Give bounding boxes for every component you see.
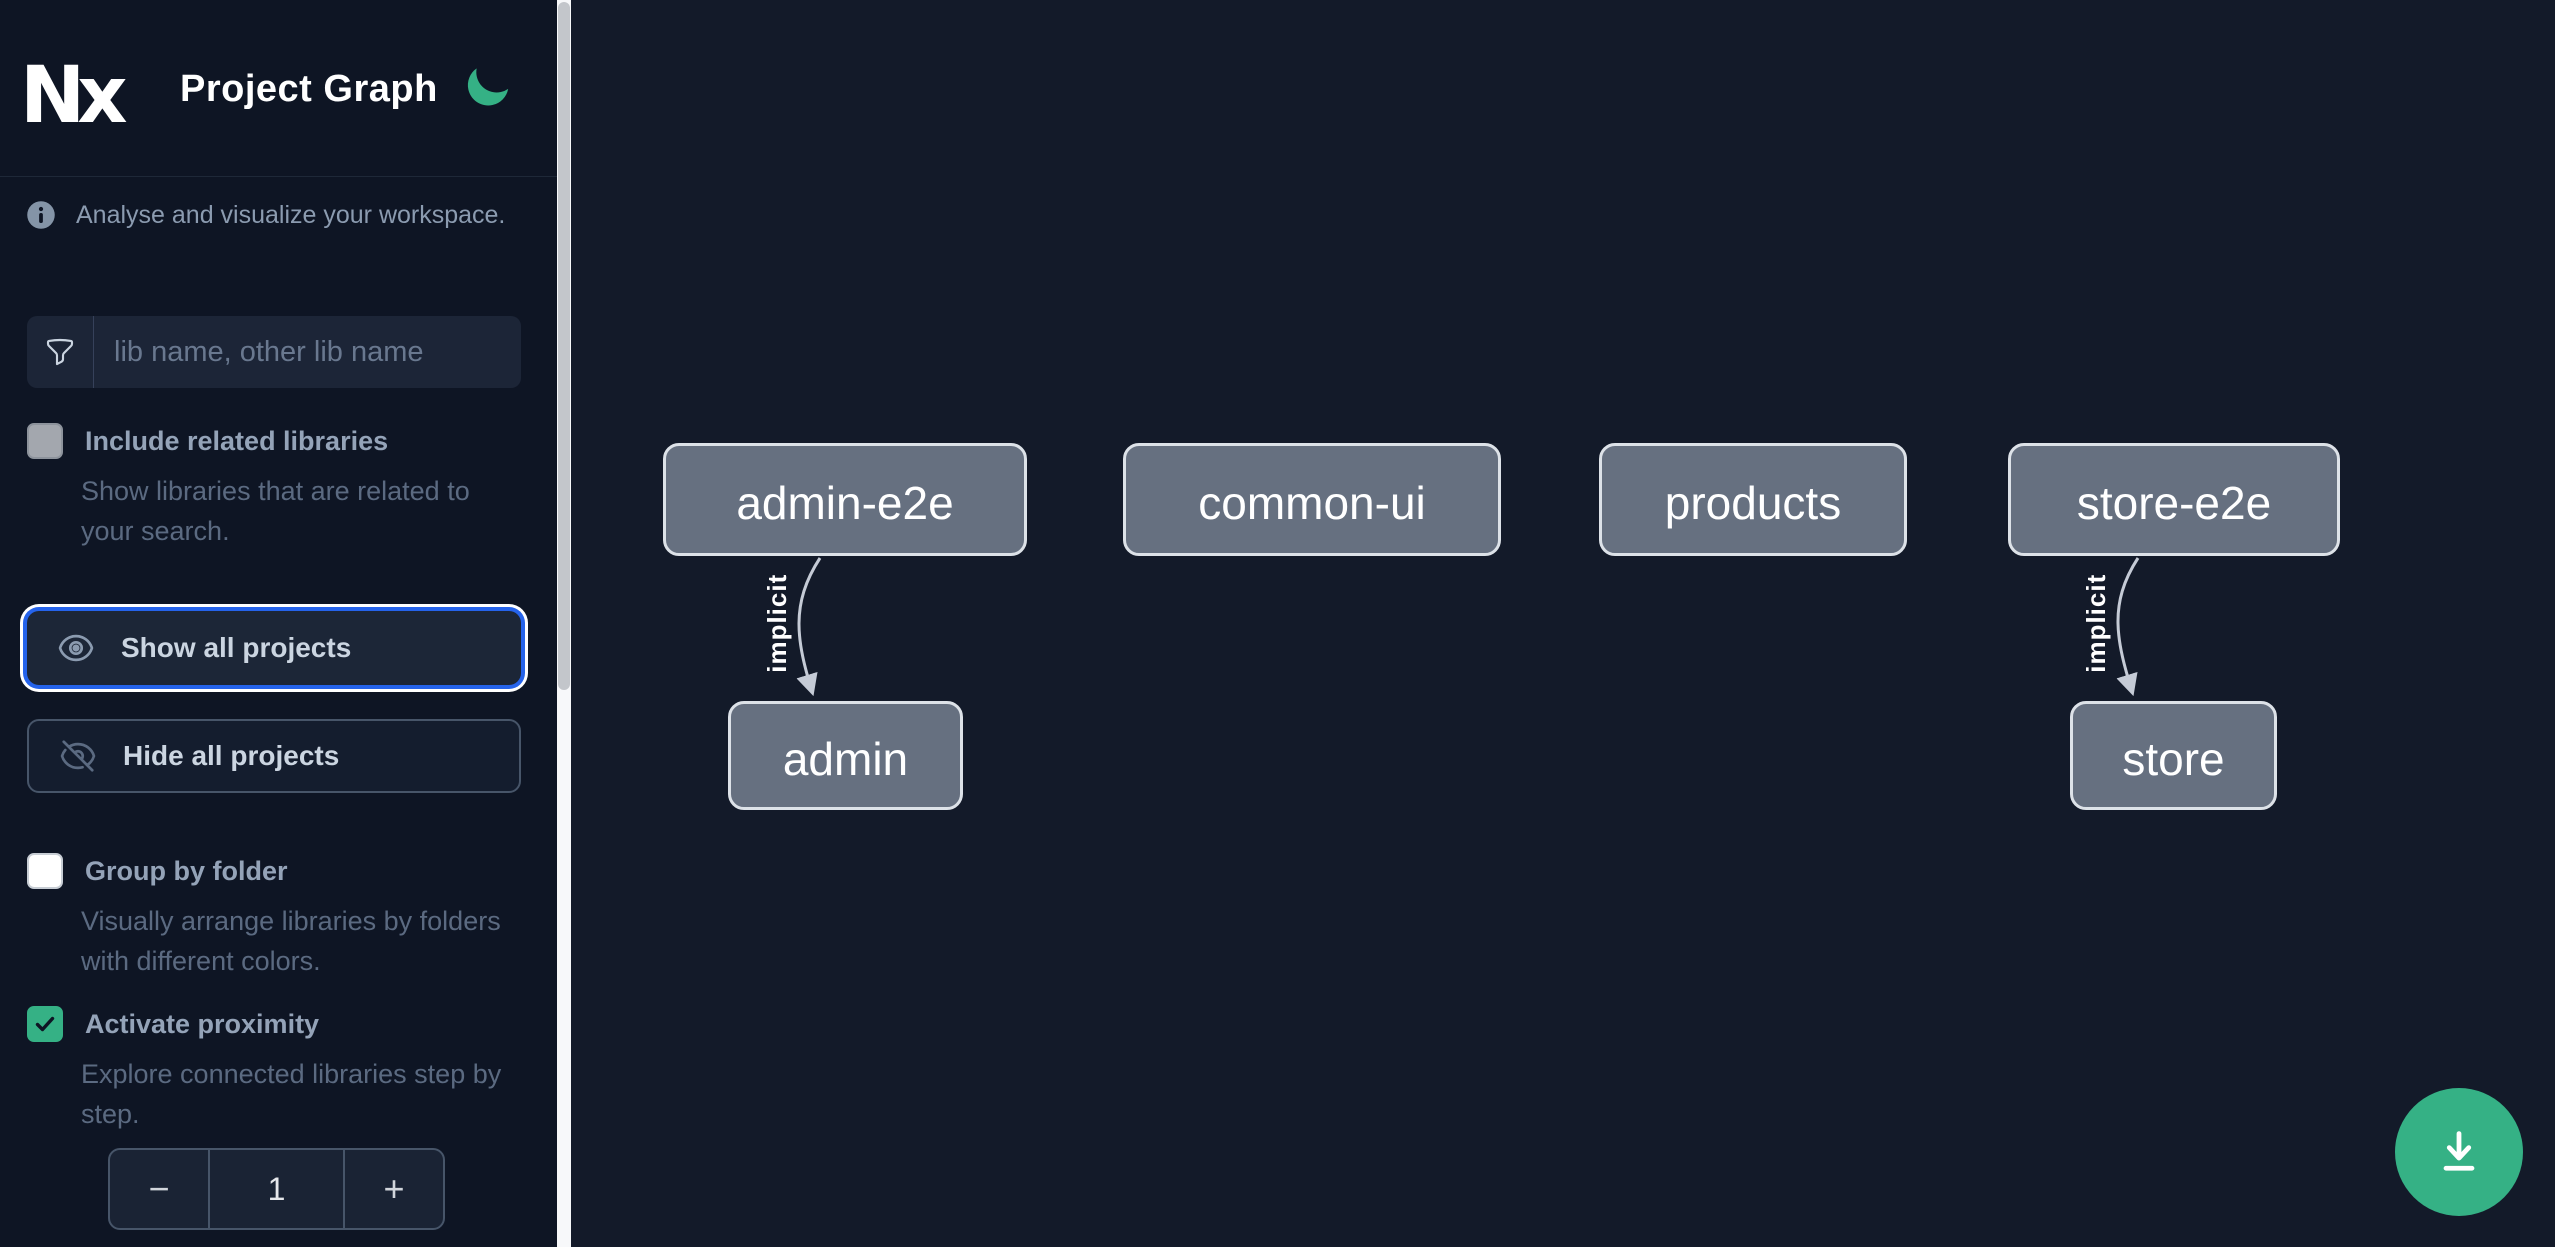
- download-graph-button[interactable]: [2395, 1088, 2523, 1216]
- sidebar-scrollbar-thumb[interactable]: [558, 2, 570, 690]
- page-title: Project Graph: [180, 68, 438, 110]
- group-by-folder-label: Group by folder: [85, 855, 288, 886]
- include-related-label: Include related libraries: [85, 425, 389, 456]
- filter-box: [27, 316, 521, 388]
- include-related-checkbox[interactable]: [27, 423, 63, 459]
- edge-label-store-e2e-store: implicit: [2081, 574, 2111, 673]
- moon-icon[interactable]: [462, 62, 512, 112]
- sidebar-scrollbar-track: [557, 0, 571, 1247]
- activate-proximity-label: Activate proximity: [85, 1008, 320, 1039]
- proximity-decrement-button[interactable]: −: [148, 1168, 170, 1209]
- proximity-value: 1: [208, 1150, 345, 1228]
- graph-node-common-ui[interactable]: common-ui: [1123, 443, 1501, 556]
- project-graph-canvas[interactable]: implicit implicit admin-e2e common-ui produ…: [571, 0, 2555, 1247]
- graph-node-store-e2e[interactable]: store-e2e: [2008, 443, 2340, 556]
- funnel-cell: [27, 316, 94, 388]
- eye-slash-icon: [60, 740, 96, 772]
- workspace-tagline: Analyse and visualize your workspace.: [76, 200, 506, 229]
- group-by-folder-description: Visually arrange libraries by folders wi…: [81, 906, 501, 976]
- hide-all-projects-button[interactable]: Hide all projects: [27, 719, 521, 793]
- eye-icon: [58, 634, 94, 662]
- show-all-projects-button[interactable]: Show all projects: [27, 611, 521, 685]
- sidebar-header: Nx Project Graph: [0, 0, 557, 177]
- download-icon: [2443, 1131, 2475, 1171]
- workspace-tagline-row: Analyse and visualize your workspace.: [26, 200, 505, 230]
- edge-label-admin-e2e-admin: implicit: [762, 574, 792, 673]
- hide-all-projects-label: Hide all projects: [123, 740, 340, 771]
- include-related-block: Include related libraries Show libraries…: [27, 423, 527, 551]
- group-by-folder-checkbox[interactable]: [27, 853, 63, 889]
- graph-node-admin[interactable]: admin: [728, 701, 963, 810]
- graph-node-store[interactable]: store: [2070, 701, 2277, 810]
- graph-edges-layer: implicit implicit: [759, 557, 2140, 697]
- graph-edge-store-e2e-store: [2116, 557, 2140, 697]
- graph-node-admin-e2e[interactable]: admin-e2e: [663, 443, 1027, 556]
- activate-proximity-checkbox[interactable]: [27, 1006, 63, 1042]
- check-icon: [35, 1016, 55, 1032]
- graph-node-products[interactable]: products: [1599, 443, 1907, 556]
- info-icon: [27, 201, 55, 229]
- svg-text:Nx: Nx: [26, 56, 127, 132]
- activate-proximity-description: Explore connected libraries step by step…: [81, 1059, 502, 1129]
- filter-funnel-icon: [46, 338, 74, 366]
- filter-input[interactable]: [94, 316, 521, 388]
- activate-proximity-block: Activate proximity Explore connected lib…: [27, 1006, 527, 1134]
- proximity-increment-button[interactable]: +: [383, 1168, 405, 1209]
- group-by-folder-block: Group by folder Visually arrange librari…: [27, 853, 527, 981]
- nx-logo-icon: Nx: [26, 56, 135, 132]
- show-all-projects-label: Show all projects: [121, 632, 352, 663]
- sidebar: Nx Project Graph Analyse and visualize y…: [0, 0, 557, 1247]
- proximity-stepper: − 1 +: [108, 1148, 445, 1230]
- graph-edge-admin-e2e-admin: [796, 557, 822, 697]
- include-related-description: Show libraries that are related to your …: [81, 476, 470, 546]
